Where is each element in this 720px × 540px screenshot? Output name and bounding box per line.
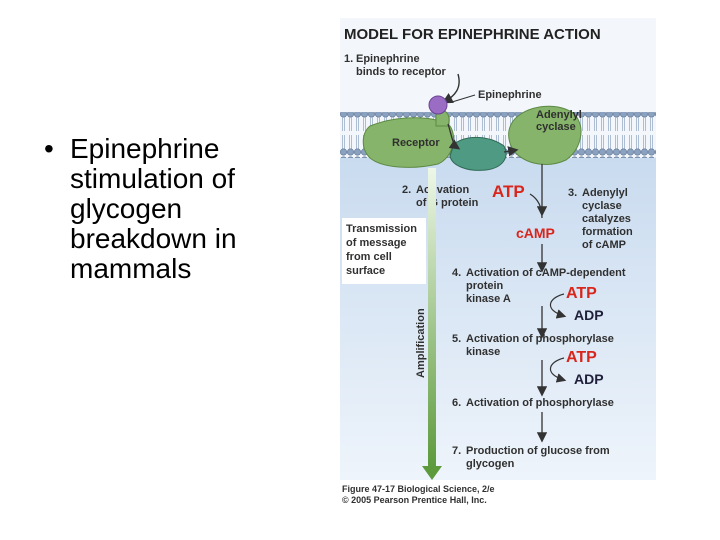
transmission-line1: Transmission <box>346 223 417 235</box>
step4-line1: Activation of cAMP-dependent <box>466 267 626 279</box>
adenylyl-label-line2: cyclase <box>536 121 576 133</box>
step2-line2: of G protein <box>416 197 479 209</box>
step3-line3: catalyzes <box>582 213 631 225</box>
bullet-marker: • <box>44 133 54 164</box>
epinephrine-model-figure: MODEL FOR EPINEPHRINE ACTION 1. Epinephr… <box>340 18 656 508</box>
amplification-bar <box>428 168 436 468</box>
g-protein-shape <box>449 137 507 171</box>
step2-line1: Activation <box>416 184 469 196</box>
step4-adp: ADP <box>574 307 604 323</box>
step7-line1: Production of glucose from <box>466 445 610 457</box>
bullet-line: glycogen <box>70 193 183 224</box>
bullet-line: breakdown in <box>70 223 237 254</box>
amplification-label: Amplification <box>415 308 427 378</box>
adenylyl-cyclase-shape <box>508 105 582 165</box>
figure-title: MODEL FOR EPINEPHRINE ACTION <box>344 26 601 43</box>
adenylyl-label-line1: Adenylyl <box>536 109 582 121</box>
camp-label: cAMP <box>516 225 555 241</box>
step5-adp: ADP <box>574 371 604 387</box>
slide-bullet-text: • Epinephrine stimulation of glycogen br… <box>44 134 304 284</box>
figure-svg: MODEL FOR EPINEPHRINE ACTION 1. Epinephr… <box>340 18 656 505</box>
cytoplasm-region <box>340 158 656 480</box>
transmission-line3: from cell <box>346 251 392 263</box>
bullet-lines: Epinephrine stimulation of glycogen brea… <box>70 134 304 284</box>
receptor-shape <box>362 117 454 168</box>
step3-line4: formation <box>582 226 633 238</box>
bullet-line: stimulation of <box>70 163 235 194</box>
step7-line2: glycogen <box>466 458 515 470</box>
figure-caption-line1: Figure 47-17 Biological Science, 2/e <box>342 484 495 494</box>
bullet-line: mammals <box>70 253 192 284</box>
step5-atp: ATP <box>566 349 597 366</box>
atp-label: ATP <box>492 182 525 201</box>
step5-line1: Activation of phosphorylase <box>466 333 614 345</box>
step5-atp-adp-arrow <box>549 357 567 383</box>
step1-line2: binds to receptor <box>356 66 447 78</box>
transmission-line4: surface <box>346 265 385 277</box>
receptor-label: Receptor <box>392 137 440 149</box>
step5-line2: kinase <box>466 346 500 358</box>
step1-arrow <box>441 73 460 104</box>
step4-number: 4. <box>452 267 461 279</box>
receptor-to-gprotein-arrow <box>447 123 461 150</box>
amplification-arrowhead <box>422 466 442 480</box>
step3-number: 3. <box>568 187 577 199</box>
step6-line1: Activation of phosphorylase <box>466 397 614 409</box>
epinephrine-label: Epinephrine <box>478 89 542 101</box>
step3-line5: of cAMP <box>582 239 626 251</box>
bullet-line: Epinephrine <box>70 133 220 164</box>
step1-number: 1. <box>344 53 353 65</box>
step7-number: 7. <box>452 445 461 457</box>
step6-number: 6. <box>452 397 461 409</box>
step2-number: 2. <box>402 184 411 196</box>
step4-atp: ATP <box>566 285 597 302</box>
step3-line1: Adenylyl <box>582 187 628 199</box>
step4-line3: kinase A <box>466 293 511 305</box>
transmission-line2: of message <box>346 237 407 249</box>
figure-caption-line2: © 2005 Pearson Prentice Hall, Inc. <box>342 495 487 505</box>
transmission-box <box>342 218 426 284</box>
step4-line2: protein <box>466 280 504 292</box>
step3-line2: cyclase <box>582 200 622 212</box>
step5-number: 5. <box>452 333 461 345</box>
epinephrine-molecule <box>428 95 448 115</box>
epinephrine-pointer <box>451 94 476 103</box>
step4-atp-adp-arrow <box>549 293 567 319</box>
step1-line1: Epinephrine <box>356 53 420 65</box>
gprotein-to-cyclase-arrow <box>503 146 519 157</box>
